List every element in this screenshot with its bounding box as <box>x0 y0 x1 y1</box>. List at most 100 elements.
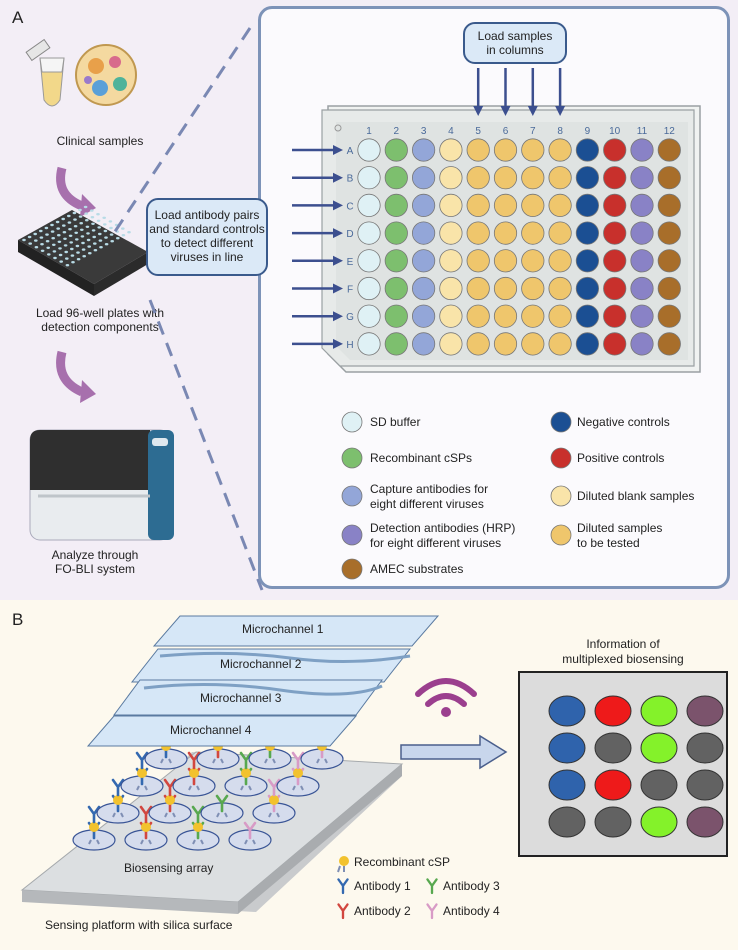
csp-mark <box>141 822 151 832</box>
output-spot <box>594 695 632 727</box>
plate-column-label: 5 <box>475 126 481 137</box>
antibody-mark <box>215 794 229 813</box>
plate-well <box>411 249 436 273</box>
plate-well <box>575 304 600 328</box>
csp-mark <box>241 768 251 778</box>
microchannel-2-label: Microchannel 2 <box>220 657 302 671</box>
linker-mark <box>264 758 276 764</box>
row-arrows <box>292 145 343 349</box>
callout-load-rows-line4: viruses in line <box>170 250 244 264</box>
row-arrow-head <box>333 145 343 155</box>
antibody-mark <box>187 751 201 770</box>
plate-well <box>630 276 654 301</box>
legend-swatch <box>550 485 572 507</box>
plate-well <box>603 276 627 301</box>
plate-column-label: 3 <box>421 126 427 137</box>
plate-well <box>630 249 654 273</box>
plate-well <box>466 304 490 328</box>
column-arrow-head <box>473 106 484 116</box>
plate-well <box>466 166 490 190</box>
panel-b-letter: B <box>12 610 24 629</box>
plate-well <box>411 332 436 356</box>
antibody-mark <box>243 821 257 840</box>
legend-diluted-samples-line2: to be tested <box>577 536 640 550</box>
plate-well <box>630 304 654 328</box>
microchannel-3-label: Microchannel 3 <box>200 691 282 705</box>
callout-load-rows-line1: Load antibody pairs <box>154 208 260 222</box>
plate-well <box>493 193 518 217</box>
linker-mark <box>112 812 124 818</box>
plate-well <box>466 138 490 162</box>
plate-column-label: 2 <box>394 126 400 137</box>
plate-well <box>384 138 408 162</box>
legend-swatch <box>550 447 572 469</box>
plate-well <box>466 221 490 245</box>
plate-well <box>630 332 654 356</box>
plate-well <box>493 332 518 356</box>
plate-well <box>657 249 681 273</box>
callout-load-columns-line1: Load samples <box>477 29 553 43</box>
linker-mark <box>292 785 304 791</box>
plate-well <box>521 332 545 356</box>
plate-well <box>548 249 572 273</box>
panel-a-letter: A <box>12 8 24 27</box>
microchannel-layer-1 <box>152 615 440 647</box>
linker-mark <box>216 812 228 818</box>
plate-well <box>603 138 627 162</box>
legend-antibody-3: Antibody 3 <box>443 879 500 893</box>
plate-well <box>657 304 681 328</box>
plate-row-label: F <box>347 285 353 296</box>
csp-mark <box>193 822 203 832</box>
plate-well <box>439 304 463 328</box>
plate-column-label: 4 <box>448 126 454 137</box>
output-spot <box>640 769 678 801</box>
output-spot <box>594 806 632 838</box>
plate-well <box>657 221 681 245</box>
csp-mark <box>269 795 279 805</box>
plate-well <box>548 304 572 328</box>
row-arrow-head <box>333 283 343 294</box>
legend-detection-antibodies-line2: for eight different viruses <box>370 536 502 550</box>
csp-mark <box>113 795 123 805</box>
plate-row-label: G <box>346 312 354 323</box>
antibody-mark <box>426 878 438 895</box>
row-arrow-head <box>333 200 343 211</box>
legend-antibody-1: Antibody 1 <box>354 879 411 893</box>
output-spot <box>686 695 724 727</box>
sample-tube-icon <box>25 38 65 107</box>
column-arrow-head <box>527 106 538 116</box>
plate-well <box>603 221 627 245</box>
plate-well <box>548 221 572 245</box>
microchannel-layer-4 <box>86 715 358 747</box>
plate-well <box>493 276 518 301</box>
plate-well <box>603 304 627 328</box>
row-arrow-head <box>333 338 343 349</box>
plate-well <box>493 166 518 190</box>
biosensing-array-label: Biosensing array <box>124 861 214 875</box>
curved-arrow-icon <box>56 350 96 403</box>
workflow-step-3-label-line1: Analyze through <box>51 548 139 562</box>
plate-well <box>603 193 627 217</box>
linker-mark <box>268 812 280 818</box>
plate-well <box>466 249 490 273</box>
antibody-mark <box>163 778 177 797</box>
plate-well <box>521 276 545 301</box>
plate-row-label: A <box>347 146 354 157</box>
plate-row-label: B <box>347 174 354 185</box>
plate-well <box>439 249 463 273</box>
antibody-mark <box>337 878 349 895</box>
legend-antibody-icons <box>337 878 438 920</box>
callout-load-rows-line2: and standard controls <box>149 222 265 236</box>
row-arrow-head <box>333 228 343 239</box>
plate-well <box>384 193 408 217</box>
legend-antibody-4: Antibody 4 <box>443 904 500 918</box>
legend-swatch <box>550 524 572 546</box>
info-title-line2: multiplexed biosensing <box>562 652 684 666</box>
plate-well <box>439 221 463 245</box>
well-plate-icon <box>18 205 148 296</box>
output-spot <box>686 806 724 838</box>
csp-mark <box>165 795 175 805</box>
legend-detection-antibodies-line1: Detection antibodies (HRP) <box>370 521 516 535</box>
plate-well <box>357 166 381 190</box>
